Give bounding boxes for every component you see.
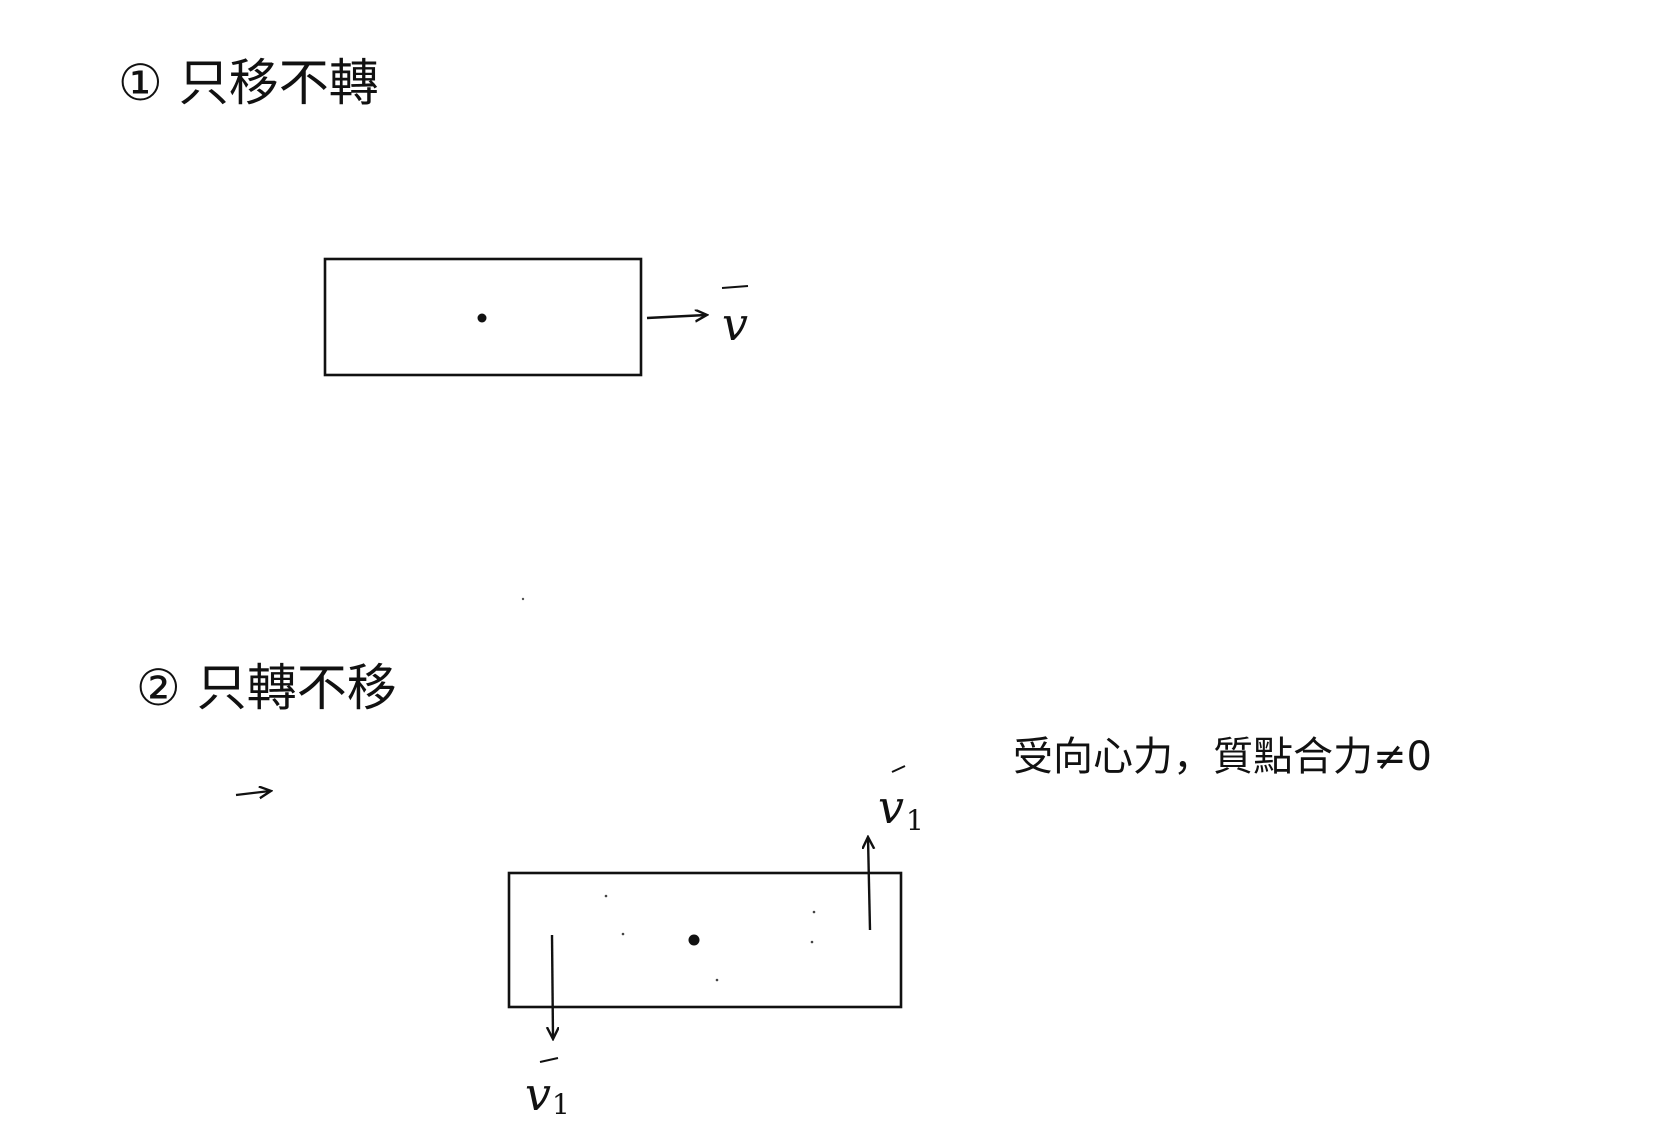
section2-rigid-body bbox=[507, 871, 903, 1009]
rotation-dot-mark bbox=[812, 910, 816, 914]
section1-velocity-label: v bbox=[722, 297, 748, 351]
section1-center-dot bbox=[477, 313, 487, 323]
section2-center-dot bbox=[688, 934, 700, 946]
rotation-dot-mark bbox=[810, 940, 814, 944]
rotation-dot-mark bbox=[621, 932, 625, 936]
section2-velocity-vector-bar-top bbox=[891, 765, 906, 773]
rotation-dot-mark bbox=[604, 894, 608, 898]
section2-velocity-label-top: v bbox=[878, 780, 904, 834]
section2-velocity-vector-bar-bottom bbox=[539, 1057, 559, 1063]
section2-small-arrow bbox=[235, 791, 270, 795]
rotation-dot-mark bbox=[715, 978, 719, 982]
section2-velocity-subscript-top: 1 bbox=[906, 804, 924, 837]
section1-title: ① 只移不轉 bbox=[118, 54, 379, 112]
section2-velocity-subscript-bottom: 1 bbox=[552, 1088, 570, 1121]
section2-note: 受向心力，質點合力≠0 bbox=[1013, 734, 1432, 780]
section2-velocity-label-bottom: v bbox=[525, 1067, 551, 1121]
section2-velocity-arrow-down bbox=[552, 934, 553, 1038]
stray-mark bbox=[521, 597, 525, 601]
section1-velocity-vector-bar bbox=[721, 285, 749, 289]
section1-rigid-body bbox=[323, 257, 643, 377]
section2-title: ② 只轉不移 bbox=[136, 659, 397, 717]
section1-velocity-arrow bbox=[646, 315, 706, 318]
section2-velocity-arrow-up bbox=[868, 838, 870, 931]
